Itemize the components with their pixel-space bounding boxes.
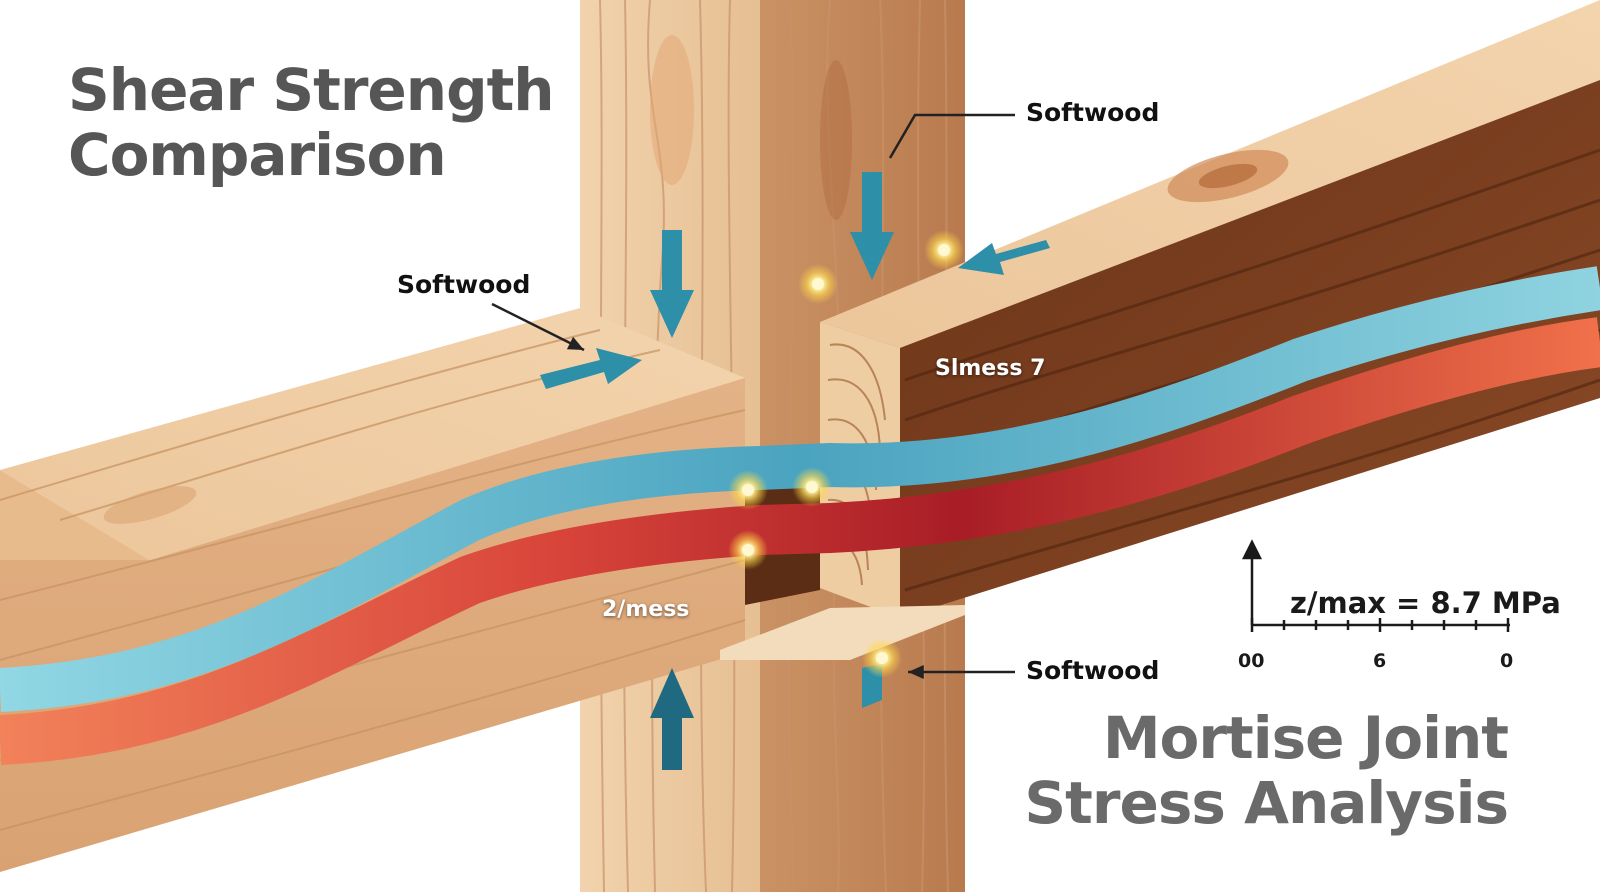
force-arrow-icon (650, 230, 694, 338)
title-top-left-line-1: Shear Strength (68, 56, 555, 124)
joint-shelf (720, 605, 965, 660)
stress-bands (0, 266, 1600, 765)
callout-bottom-right: Softwood (1026, 656, 1160, 685)
scale-tick-label: 6 (1373, 650, 1387, 672)
title-top-left-line-2: Comparison (68, 120, 447, 189)
title-top-left: Shear Strength Comparison (68, 56, 555, 189)
callout-left: Softwood (397, 270, 531, 299)
title-bottom-right-line-2: Stress Analysis (1024, 768, 1509, 837)
stress-point-icon (924, 230, 964, 270)
label-left-beam: 2/mess (602, 597, 690, 622)
force-arrows (540, 172, 1050, 770)
stress-point-icon (798, 264, 838, 304)
stress-point-icon (728, 530, 768, 570)
stress-band-red (0, 317, 1600, 765)
leader-top-right (888, 113, 1015, 159)
title-bottom-right-line-1: Mortise Joint (1102, 704, 1509, 772)
scale-tick-label: 0 (1500, 650, 1514, 672)
title-bottom-right: Mortise Joint Stress Analysis (1024, 704, 1509, 837)
stress-point-icon (728, 470, 768, 510)
leader-lines (491, 113, 1015, 679)
force-arrow-icon (650, 668, 694, 770)
force-arrow-icon (540, 348, 642, 389)
scale-readout: z/max = 8.7 MPa (1290, 586, 1561, 620)
post-knot-dark (820, 60, 852, 220)
stress-band-blue (0, 266, 1600, 712)
leader-left (491, 302, 585, 352)
callout-top-right: Softwood (1026, 98, 1160, 127)
stress-point-icon (792, 467, 832, 507)
label-right-beam: Slmess 7 (935, 356, 1046, 381)
scale-tick-label: 00 (1238, 650, 1265, 672)
force-arrow-icon (958, 240, 1050, 275)
force-arrow-icon (850, 172, 894, 280)
stress-point-icon (862, 638, 902, 678)
scale-axis-icon (1241, 539, 1510, 632)
post-knot (650, 35, 694, 185)
stress-points (728, 230, 964, 678)
